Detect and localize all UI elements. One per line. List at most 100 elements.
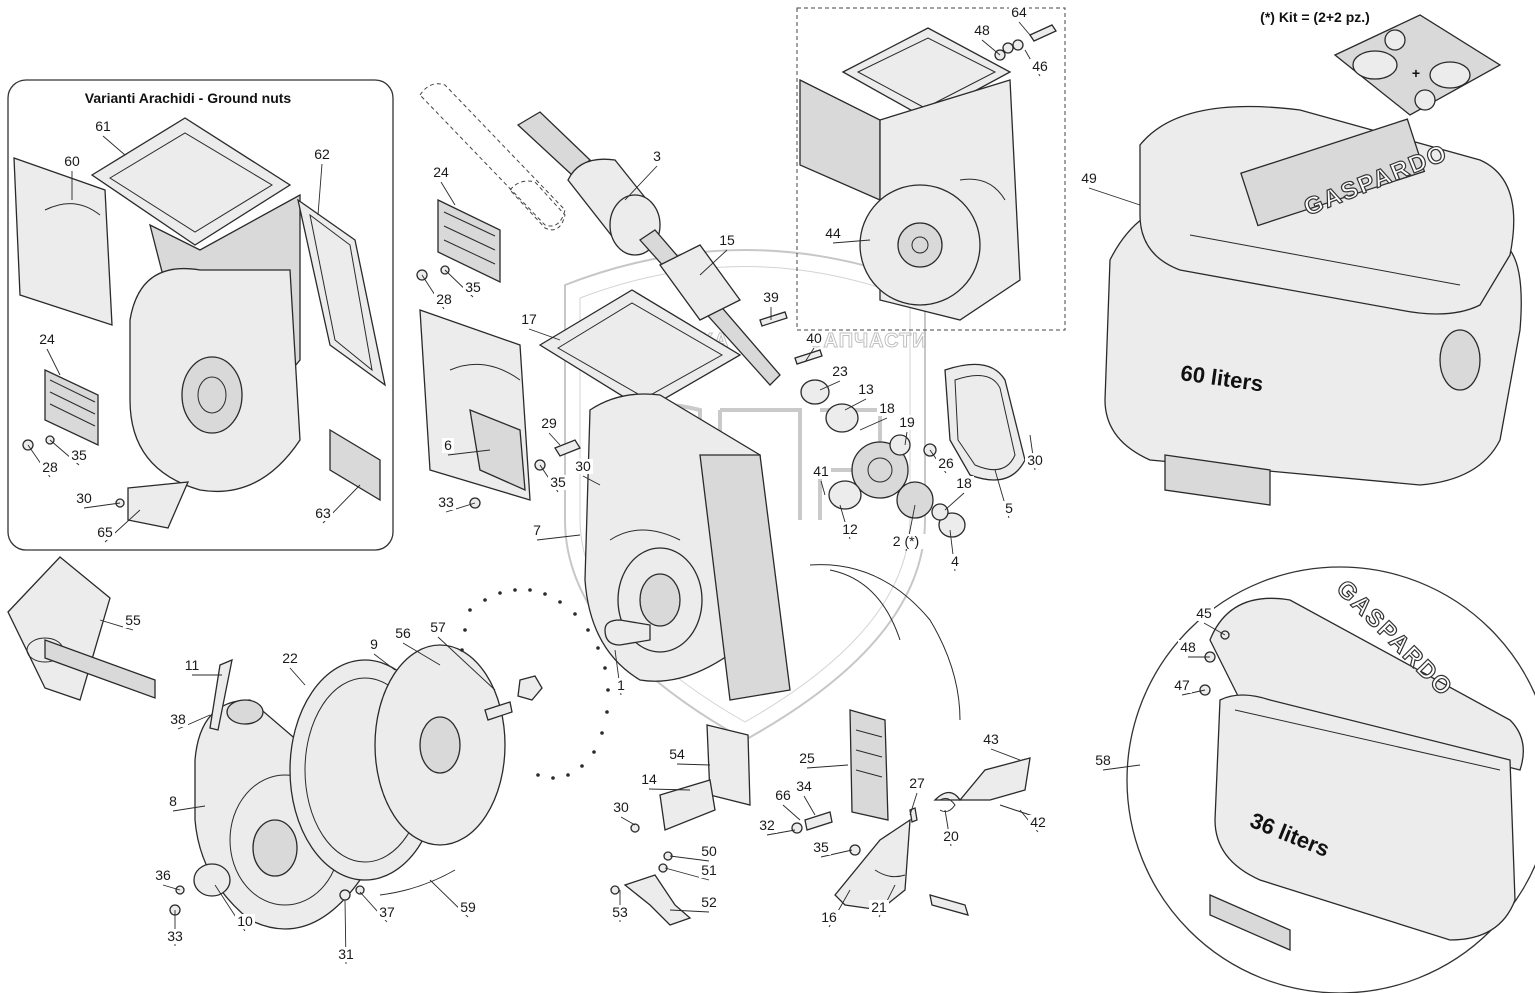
kit-label: (*) Kit = (2+2 pz.) bbox=[1260, 9, 1370, 25]
leader-line bbox=[289, 667, 306, 686]
callout-bg bbox=[856, 382, 876, 397]
callout-label: 64 bbox=[1011, 4, 1027, 20]
callout-58: 58 bbox=[1093, 752, 1141, 771]
callout-label: 30 bbox=[575, 458, 591, 474]
callout-label: 28 bbox=[436, 291, 452, 307]
leader-line bbox=[437, 636, 496, 691]
callout-29: 29 bbox=[539, 415, 561, 446]
gear-2 bbox=[851, 441, 909, 499]
bushing-23 bbox=[800, 379, 830, 405]
callout-bg bbox=[368, 637, 380, 652]
callout-label: 18 bbox=[956, 475, 972, 491]
callout-bg bbox=[153, 868, 173, 883]
callout-35: 35 bbox=[539, 464, 568, 493]
leader-line bbox=[99, 619, 134, 631]
callout-bg bbox=[717, 233, 737, 248]
leader-line bbox=[990, 748, 1021, 761]
callout-57: 57 bbox=[428, 619, 496, 691]
callout-10: 10 bbox=[214, 884, 255, 932]
callout-label: 8 bbox=[169, 793, 177, 809]
callout-bg bbox=[804, 331, 824, 346]
callout-label: 61 bbox=[95, 118, 111, 134]
callout-45: 45 bbox=[1194, 605, 1226, 636]
callout-bg bbox=[981, 732, 1001, 747]
cap-10 bbox=[193, 863, 231, 897]
leader-line bbox=[162, 884, 181, 891]
callout-32: 32 bbox=[757, 817, 796, 836]
callout-28: 28 bbox=[27, 444, 60, 478]
callout-label: 31 bbox=[338, 946, 354, 962]
bushing-12 bbox=[828, 480, 862, 510]
callout-bg bbox=[393, 626, 413, 641]
callout-bg bbox=[62, 154, 82, 169]
callout-bg bbox=[165, 929, 185, 944]
callout-bg bbox=[436, 495, 456, 510]
callout-54: 54 bbox=[667, 746, 711, 766]
ground-nuts-variant-panel: Varianti Arachidi - Ground nuts bbox=[7, 79, 394, 551]
callout-31: 31 bbox=[336, 899, 356, 965]
callout-label: 35 bbox=[71, 447, 87, 463]
leader-line bbox=[536, 534, 581, 541]
callout-label: 23 bbox=[832, 363, 848, 379]
leader-line bbox=[859, 417, 888, 431]
callout-bg bbox=[761, 290, 781, 305]
callout-bg bbox=[615, 678, 627, 693]
callout-label: 57 bbox=[430, 619, 446, 635]
callout-label: 48 bbox=[1180, 639, 1196, 655]
callout-20: 20 bbox=[941, 809, 961, 847]
callout-label: 36 bbox=[155, 867, 171, 883]
callout-label: 30 bbox=[1027, 452, 1043, 468]
callout-label: 41 bbox=[813, 463, 829, 479]
callout-label: 55 bbox=[125, 612, 141, 628]
callout-66: 66 bbox=[773, 787, 801, 821]
callout-15: 15 bbox=[699, 232, 737, 276]
leader-line bbox=[782, 804, 801, 821]
callout-9: 9 bbox=[368, 636, 396, 671]
callout-label: 15 bbox=[719, 232, 735, 248]
callout-44: 44 bbox=[823, 225, 871, 244]
window-24-panel bbox=[44, 368, 99, 447]
callout-bg bbox=[519, 312, 539, 327]
callout-bg bbox=[434, 292, 454, 307]
callout-bg bbox=[548, 475, 568, 490]
callout-33: 33 bbox=[436, 494, 476, 513]
leader-line bbox=[1102, 764, 1141, 771]
callout-label: 59 bbox=[460, 899, 476, 915]
pin-11 bbox=[209, 658, 233, 731]
callout-21: 21 bbox=[869, 884, 896, 918]
callout-bg bbox=[819, 910, 839, 925]
callout-bg bbox=[941, 829, 961, 844]
callout-63: 63 bbox=[313, 484, 361, 524]
window-24-upper bbox=[437, 198, 501, 284]
callout-label: 48 bbox=[974, 22, 990, 38]
leader-line bbox=[844, 398, 867, 411]
callout-label: 60 bbox=[64, 153, 80, 169]
callout-bg bbox=[235, 914, 255, 929]
callout-bg bbox=[639, 772, 659, 787]
callout-30: 30 bbox=[1025, 434, 1045, 471]
callout-40: 40 bbox=[804, 330, 824, 363]
main-meter-body bbox=[416, 198, 1026, 721]
callout-label: 5 bbox=[1005, 500, 1013, 516]
callout-2: 2 (*) bbox=[884, 504, 928, 552]
callout-13: 13 bbox=[844, 381, 876, 411]
door-63 bbox=[329, 428, 381, 502]
callout-50: 50 bbox=[669, 843, 719, 862]
leader-line bbox=[766, 829, 796, 836]
callout-label: 66 bbox=[775, 787, 791, 803]
callout-35: 35 bbox=[49, 439, 89, 466]
leader-line bbox=[624, 165, 658, 201]
leader-line bbox=[819, 380, 841, 391]
plate-60 bbox=[13, 157, 113, 326]
callout-label: 35 bbox=[465, 279, 481, 295]
callout-49: 49 bbox=[1079, 170, 1141, 206]
leader-line bbox=[648, 788, 691, 791]
callout-bg bbox=[897, 415, 917, 430]
leader-line bbox=[373, 653, 396, 671]
leader-line bbox=[669, 909, 710, 913]
callout-bg bbox=[167, 794, 179, 809]
callout-label: 52 bbox=[701, 894, 717, 910]
callout-label: 56 bbox=[395, 625, 411, 641]
